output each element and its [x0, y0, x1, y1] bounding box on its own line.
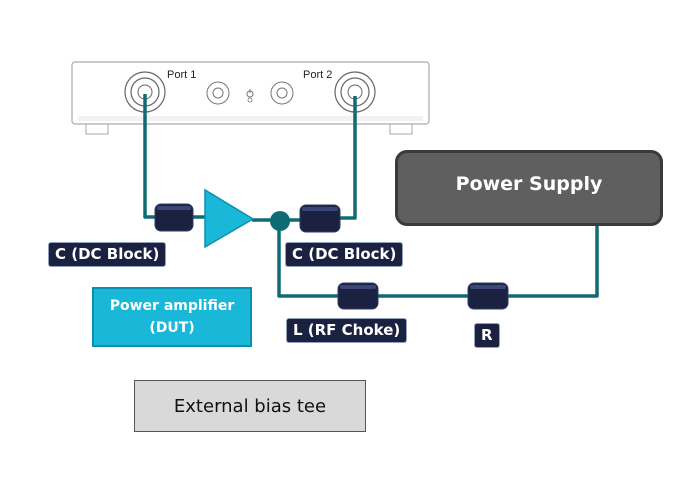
aux-connector-left-icon	[206, 81, 230, 105]
power-button-icon	[246, 89, 254, 103]
aux-connector-right-icon	[270, 81, 294, 105]
rf-choke-inductor	[337, 282, 379, 310]
external-bias-tee-caption: External bias tee	[134, 380, 366, 432]
power-supply-label: Power Supply	[455, 173, 603, 195]
resistor	[467, 282, 509, 310]
amplifier-triangle	[204, 188, 255, 249]
wire-dcblock-to-port2	[338, 96, 357, 220]
port-1-connector-icon	[124, 71, 166, 113]
wire-port1-to-dcblock	[143, 94, 158, 219]
wire-resistor-to-psu	[506, 226, 599, 298]
resistor-label: R	[474, 323, 500, 348]
dc-block-in-label: C (DC Block)	[48, 242, 167, 267]
dc-block-out-label: C (DC Block)	[285, 242, 404, 267]
port-2-connector-icon	[334, 71, 376, 113]
dut-label-line1: Power amplifier	[109, 298, 235, 314]
wiring	[143, 94, 599, 298]
dc-block-capacitor-in	[154, 203, 194, 232]
wire-node-to-choke	[277, 230, 340, 298]
dut-label-line2: (DUT)	[149, 320, 195, 336]
power-supply-box: Power Supply	[395, 150, 663, 226]
port-1-label: Port 1	[167, 69, 196, 81]
port-2-label: Port 2	[303, 69, 332, 81]
dut-label-box: Power amplifier (DUT)	[92, 287, 252, 347]
dc-block-capacitor-out	[299, 204, 341, 233]
junction-node	[270, 211, 290, 231]
caption-text: External bias tee	[173, 395, 327, 417]
rf-choke-label: L (RF Choke)	[286, 318, 408, 343]
